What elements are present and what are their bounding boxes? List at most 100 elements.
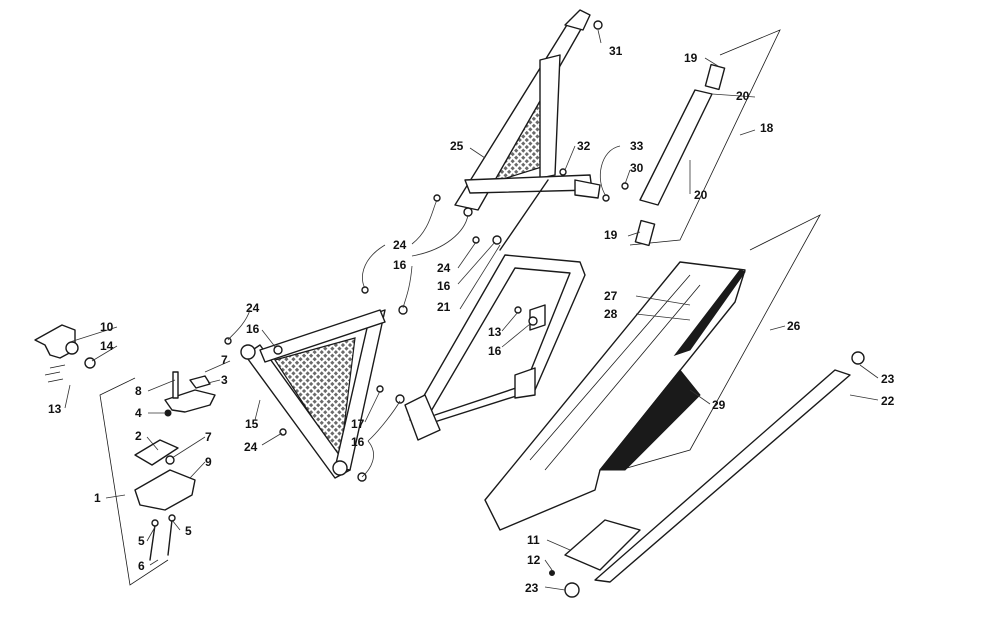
callout-21: 21 (437, 300, 451, 314)
rail-cap-top (851, 351, 865, 365)
lower-hinge-a (240, 344, 256, 360)
bolt-5a (149, 524, 156, 561)
callout-16-mid: 16 (437, 279, 451, 293)
latch-clip (189, 375, 211, 389)
callout-5-left: 5 (138, 534, 145, 548)
lower-door-frame (240, 309, 386, 479)
hinge-strip (629, 29, 781, 247)
hinge-pin-top (704, 63, 726, 91)
callout-13-frame: 13 (488, 325, 502, 339)
washer-16c (398, 305, 408, 315)
callout-19-bottom: 19 (604, 228, 618, 242)
callout-24-mid: 24 (437, 261, 451, 275)
door-contour-lines (529, 274, 701, 471)
bolt-17 (376, 385, 384, 393)
bolt-31 (593, 20, 603, 30)
callout-20-bottom: 20 (694, 188, 708, 202)
callout-16-frame: 16 (488, 344, 502, 358)
callout-6: 6 (138, 559, 145, 573)
callout-25: 25 (450, 139, 464, 153)
callout-14: 14 (100, 339, 114, 353)
callout-10: 10 (100, 320, 114, 334)
rail-cap-bottom (564, 582, 580, 598)
door-skin-panel (484, 214, 821, 531)
callout-33: 33 (630, 139, 644, 153)
upper-hinge (564, 9, 591, 31)
callout-19-top: 19 (684, 51, 698, 65)
door-rail (564, 351, 865, 598)
callout-16-upper: 16 (393, 258, 407, 272)
outer-frame-bracket (404, 394, 441, 441)
callout-31: 31 (609, 44, 623, 58)
bolt-24a (433, 194, 441, 202)
callout-5-right: 5 (185, 524, 192, 538)
callout-3: 3 (221, 373, 228, 387)
washer-16e (395, 394, 405, 404)
callout-27: 27 (604, 289, 618, 303)
washer-5a (151, 519, 159, 527)
group-bracket-26 (619, 214, 821, 471)
hinge-pin-bottom (634, 219, 656, 247)
callout-8: 8 (135, 384, 142, 398)
callout-2: 2 (135, 429, 142, 443)
bolt-13 (514, 306, 522, 314)
callout-28: 28 (604, 307, 618, 321)
upper-door-frame (454, 9, 601, 251)
door-stripe-upper (673, 269, 746, 356)
callout-18: 18 (760, 121, 774, 135)
bolt-24c (361, 286, 369, 294)
washer-16g (528, 316, 538, 326)
bracket-part (34, 324, 76, 359)
lower-hinge-b (332, 460, 348, 476)
outer-frame-tube-inner (419, 267, 571, 431)
bolt-24b (472, 236, 480, 244)
rail-end-bracket (564, 519, 641, 571)
callout-24-upper: 24 (393, 238, 407, 252)
screws-13 (44, 364, 66, 383)
upper-frame-lower-arm (499, 179, 549, 251)
callout-24-bottom: 24 (244, 440, 258, 454)
leader-lines (64, 29, 879, 591)
door-stripe-lower (598, 369, 701, 471)
callout-labels: 31 32 33 30 19 20 18 20 19 25 24 16 24 1… (48, 44, 895, 595)
latch-assembly (34, 324, 216, 586)
latch-base (134, 439, 179, 466)
bolt-12 (549, 570, 555, 576)
callout-9: 9 (205, 455, 212, 469)
cap-part (84, 357, 96, 369)
callout-23-top: 23 (881, 372, 895, 386)
callout-12: 12 (527, 553, 541, 567)
callout-32: 32 (577, 139, 591, 153)
latch-lever (164, 389, 216, 413)
bushing-part (65, 341, 79, 355)
washer-16a (463, 207, 473, 217)
bolt-32 (559, 168, 567, 176)
bolt-5b (167, 519, 173, 556)
callout-16-bottom: 16 (351, 435, 365, 449)
callout-26: 26 (787, 319, 801, 333)
door-outer-frame (404, 254, 586, 441)
outer-frame-latch-mount (514, 367, 536, 399)
lower-frame-crossbar (259, 309, 386, 363)
callout-23-bottom: 23 (525, 581, 539, 595)
upper-frame-vertical (539, 54, 561, 179)
washer-5b (168, 514, 176, 522)
callout-30: 30 (630, 161, 644, 175)
callout-4: 4 (135, 406, 142, 420)
callout-20-top: 20 (736, 89, 750, 103)
callout-15: 15 (245, 417, 259, 431)
callout-1: 1 (94, 491, 101, 505)
latch-plate-9 (134, 469, 196, 511)
callout-7-top: 7 (221, 353, 228, 367)
callout-13-latch: 13 (48, 402, 62, 416)
callout-17: 17 (351, 417, 365, 431)
latch-pin (172, 371, 179, 399)
rail-tube (594, 369, 851, 583)
bolt-33 (602, 194, 610, 202)
callout-22: 22 (881, 394, 895, 408)
callout-29: 29 (712, 398, 726, 412)
group-bracket-1 (99, 377, 169, 586)
callout-7-bottom: 7 (205, 430, 212, 444)
callout-16-left: 16 (246, 322, 260, 336)
